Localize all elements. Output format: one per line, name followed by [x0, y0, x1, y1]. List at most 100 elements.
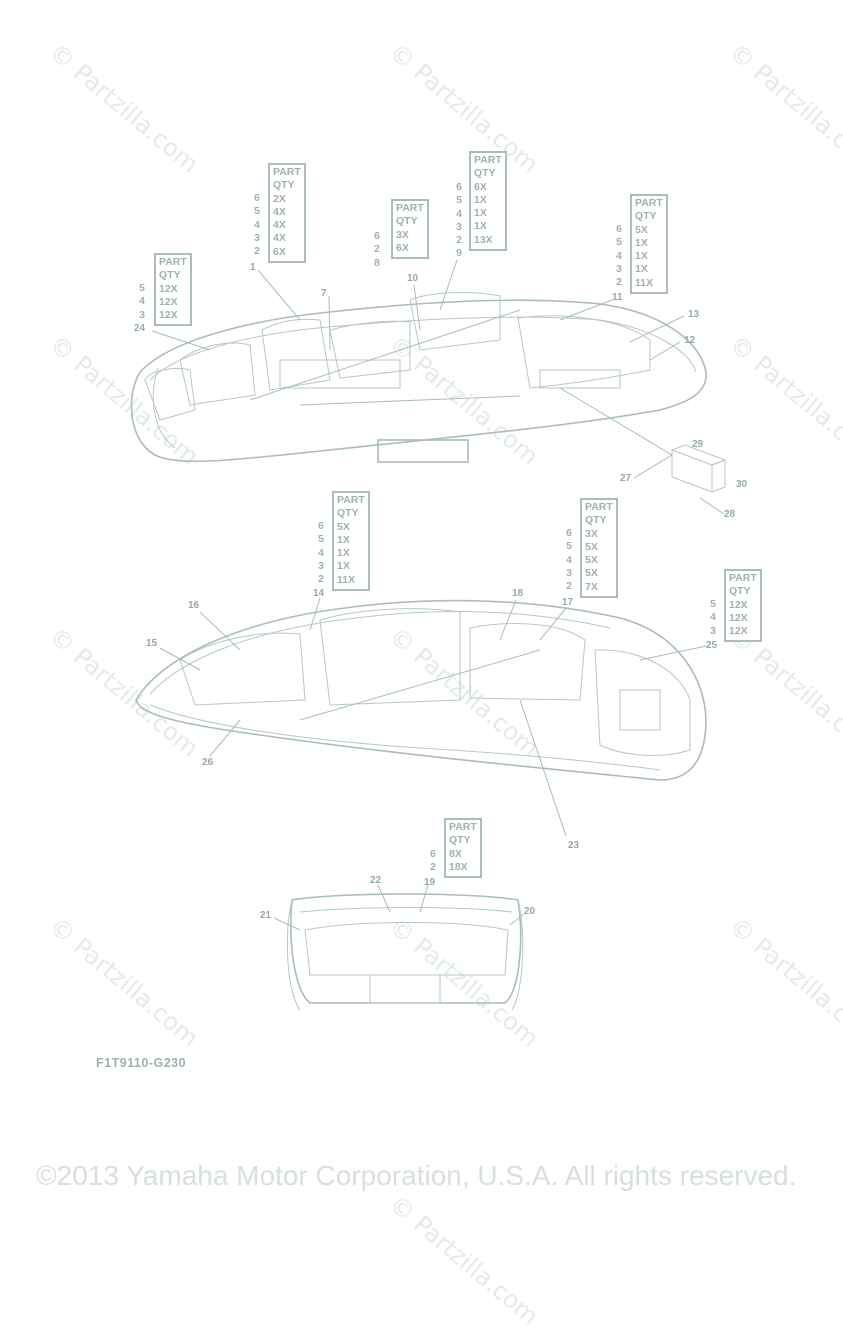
- callout-label: 29: [692, 439, 704, 450]
- header-part: PART: [273, 166, 301, 178]
- qty-value: 13X: [474, 233, 493, 246]
- index-label: 9: [456, 247, 462, 260]
- index-column: 6 5 4 3 2: [558, 527, 572, 593]
- index-label: 3: [456, 220, 462, 233]
- index-label: 2: [616, 276, 622, 289]
- callout-label: 11: [612, 292, 623, 303]
- qty-value: 3X: [396, 228, 409, 241]
- hull-top-view: [130, 292, 727, 493]
- callout-label: 14: [313, 588, 325, 599]
- qty-value: 4X: [273, 205, 286, 218]
- index-column: 6 5 4 3 2: [246, 192, 260, 258]
- index-label: 5: [318, 533, 324, 546]
- qty-value: 5X: [337, 520, 350, 533]
- callout-label: 20: [524, 906, 536, 917]
- header-qty: QTY: [585, 514, 607, 527]
- qty-value: 1X: [635, 250, 648, 263]
- qty-value: 1X: [474, 193, 487, 206]
- parts-diagram: © Partzilla.com © Partzilla.com © Partzi…: [36, 38, 843, 1330]
- header-part: PART: [396, 202, 424, 214]
- qty-value: 1X: [337, 560, 350, 573]
- callout-label: 16: [188, 600, 200, 611]
- diagram-code: F1T9110-G230: [96, 1056, 187, 1070]
- header-part: PART: [337, 494, 365, 506]
- part-qty-table: PART QTY 2X 4X 4X 4X 6X: [268, 163, 306, 264]
- part-qty-table: PART QTY 8X 18X: [444, 818, 482, 879]
- qty-value: 1X: [337, 533, 350, 546]
- header-qty: QTY: [474, 167, 496, 180]
- index-column: 6 2 8: [366, 230, 380, 270]
- qty-value: 5X: [585, 554, 598, 567]
- index-label: 6: [254, 192, 260, 204]
- hull-drawings: [130, 259, 727, 1011]
- index-label: 2: [456, 234, 462, 247]
- header-qty: QTY: [273, 179, 295, 192]
- qty-value: 6X: [273, 245, 286, 258]
- callout-label: 22: [370, 875, 382, 886]
- copyright-notice: ©2013 Yamaha Motor Corporation, U.S.A. A…: [36, 1160, 797, 1191]
- callout-label: 24: [134, 323, 146, 334]
- hull-bottom-view: [135, 599, 707, 781]
- index-label: 2: [374, 243, 380, 256]
- index-column: 6 5 4 3 2: [310, 520, 324, 586]
- header-part: PART: [449, 821, 477, 833]
- part-qty-table: PART QTY 12X 12X 12X: [724, 569, 762, 643]
- index-label: 5: [139, 282, 145, 294]
- index-column: 6 2: [422, 848, 436, 875]
- index-label: 6: [616, 223, 622, 235]
- qty-value: 18X: [449, 860, 468, 873]
- index-label: 4: [254, 218, 260, 231]
- index-label: 5: [254, 205, 260, 218]
- watermark: © Partzilla.com: [384, 1190, 544, 1331]
- header-part: PART: [729, 572, 757, 584]
- qty-value: 11X: [635, 276, 654, 289]
- callout-label: 18: [512, 588, 524, 599]
- index-label: 3: [254, 231, 260, 244]
- qty-value: 12X: [729, 625, 748, 638]
- header-qty: QTY: [729, 585, 751, 598]
- index-label: 3: [139, 308, 145, 321]
- qty-value: 5X: [585, 540, 598, 553]
- callout-label: 10: [407, 273, 419, 284]
- qty-value: 12X: [159, 282, 178, 295]
- index-label: 4: [456, 207, 462, 220]
- qty-value: 5X: [635, 223, 648, 236]
- hull-rear-view: [286, 893, 524, 1011]
- callout-label: 12: [684, 335, 696, 346]
- header-qty: QTY: [396, 215, 418, 228]
- qty-value: 5X: [585, 567, 598, 580]
- callout-label: 25: [706, 640, 718, 651]
- qty-value: 6X: [396, 241, 409, 254]
- qty-value: 1X: [474, 207, 487, 220]
- leader-lines: [151, 259, 725, 931]
- index-column: 5 4 3: [702, 598, 716, 638]
- header-part: PART: [159, 256, 187, 268]
- callout-label: 7: [321, 288, 327, 299]
- qty-value: 3X: [585, 527, 598, 540]
- index-label: 2: [430, 861, 436, 874]
- callout-label: 28: [724, 509, 736, 520]
- index-label: 4: [710, 611, 716, 624]
- part-qty-table: PART QTY 3X 6X: [391, 199, 429, 260]
- header-part: PART: [474, 154, 502, 166]
- qty-value: 2X: [273, 192, 286, 205]
- index-label: 3: [616, 262, 622, 275]
- callout-label: 13: [688, 309, 700, 320]
- callout-label: 1: [250, 262, 256, 273]
- index-label: 3: [710, 624, 716, 637]
- index-column: 5 4 3: [131, 282, 145, 322]
- index-label: 2: [254, 245, 260, 258]
- qty-value: 12X: [729, 598, 748, 611]
- index-label: 5: [566, 540, 572, 553]
- index-label: 4: [139, 295, 145, 308]
- index-label: 6: [566, 527, 572, 539]
- index-label: 3: [318, 559, 324, 572]
- qty-value: 11X: [337, 573, 356, 586]
- qty-value: 4X: [273, 232, 286, 245]
- index-column: 6 5 4 3 2: [608, 223, 622, 289]
- index-label: 6: [318, 520, 324, 532]
- qty-value: 1X: [635, 236, 648, 249]
- part-qty-table: PART QTY 5X 1X 1X 1X 11X: [630, 194, 668, 295]
- callout-label: 23: [568, 840, 580, 851]
- qty-value: 1X: [337, 547, 350, 560]
